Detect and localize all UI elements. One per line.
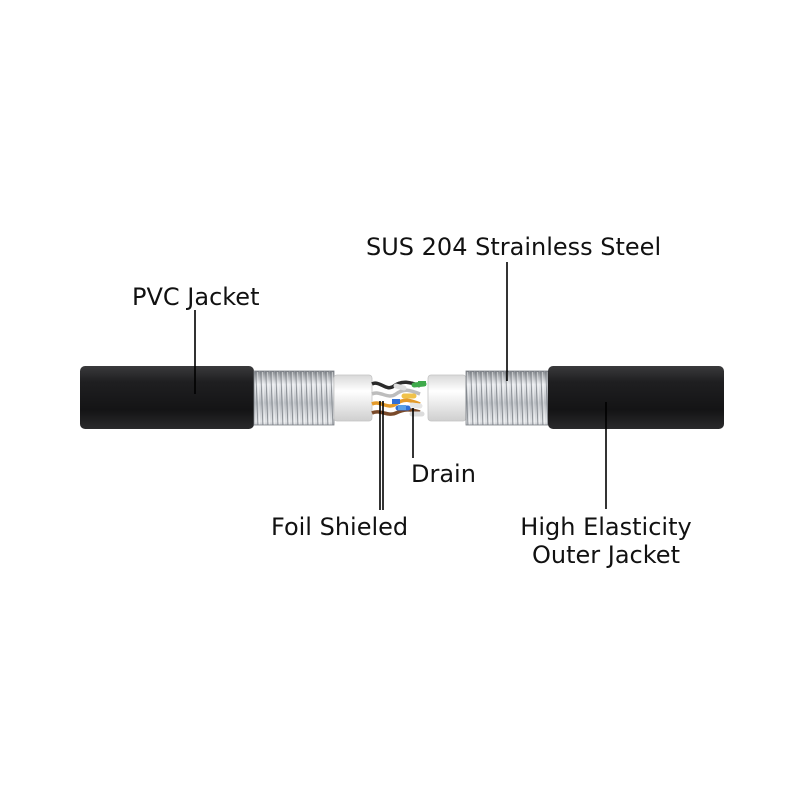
leader-lines xyxy=(194,262,607,510)
right-outer-jacket xyxy=(548,366,724,429)
label-outer-jacket-line1: High Elasticity xyxy=(520,513,692,541)
label-drain: Drain xyxy=(411,460,476,488)
right-foil-shield xyxy=(427,374,467,422)
left-pvc-jacket xyxy=(80,366,254,429)
left-foil-shield xyxy=(333,374,373,422)
label-outer-jacket-line2: Outer Jacket xyxy=(532,541,680,569)
label-outer-jacket: High Elasticity Outer Jacket xyxy=(520,513,692,569)
left-steel-braid xyxy=(253,370,335,426)
label-pvc-jacket: PVC Jacket xyxy=(132,283,260,311)
label-foil-shielded: Foil Shieled xyxy=(271,513,409,541)
label-sus-steel: SUS 204 Strainless Steel xyxy=(366,233,662,261)
twisted-wire-pairs xyxy=(371,380,427,417)
